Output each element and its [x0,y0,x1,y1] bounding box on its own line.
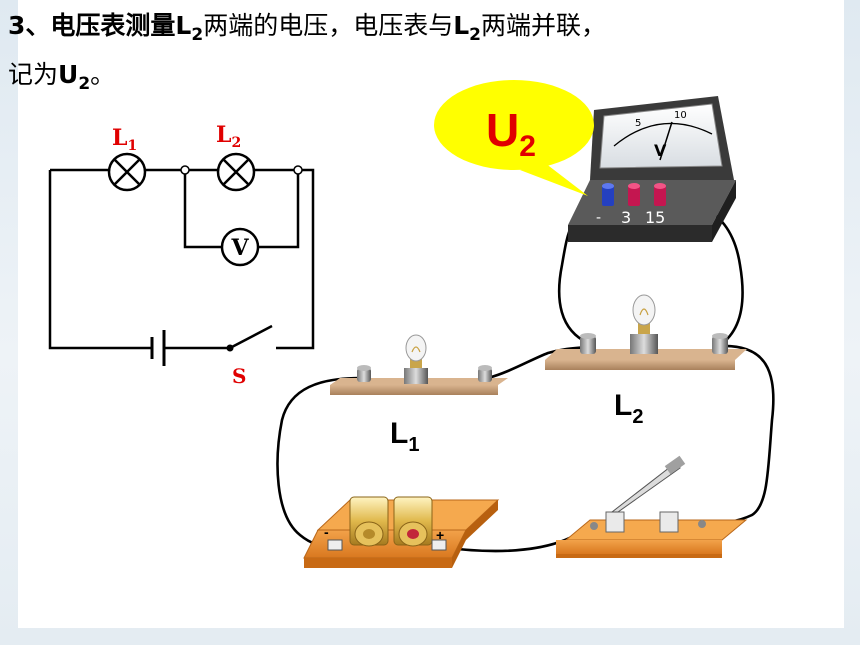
callout-bubble [434,80,594,170]
dial-scale-arc [613,122,713,147]
switch-blade [610,463,681,513]
terminal-post [357,368,371,382]
junction-node [293,165,303,175]
battery-plus-label: + [436,527,444,543]
schematic-label-switch: S [232,364,246,388]
voltmeter-terminal-minus [602,183,614,206]
voltmeter-device: 5 10 V - 3 15 [568,96,736,242]
heading: 3、电压表测量L2两端的电压，电压表与L2两端并联， 记为U2。 [8,6,848,104]
schematic-wire-bottom [48,170,230,350]
apparatus-label-l2: L2 [614,389,643,428]
heading-symbol-u2: U [58,60,79,89]
switch-handle [664,455,686,475]
switch-pivot [226,344,234,352]
terminal-post [580,336,596,354]
lamp-l1-symbol [107,152,147,192]
schematic-label-l2: L2 [216,122,241,151]
schematic-label-l1: L1 [112,125,137,154]
bulb-icon [632,294,656,334]
terminal-post [478,368,492,382]
battery-clip [327,539,343,551]
heading-subscript: 2 [469,25,481,45]
dial-letter: V [654,141,667,160]
wire-l2-to-switch [702,344,775,526]
battery-minus-label: - [324,524,329,540]
heading-symbol-l2-a: L [175,11,192,40]
heading-subscript: 2 [78,74,91,94]
battery-box: - + [303,496,500,568]
terminal-label-minus: - [596,210,601,226]
lamp-l1-board [330,334,508,395]
wire-l1-to-l2 [486,345,590,380]
voltmeter-terminal-3 [628,183,640,206]
circuit-schematic [48,168,315,366]
switch-clip [605,511,625,533]
voltmeter-symbol-letter: V [230,235,249,261]
battery-cell [393,496,433,547]
battery-cell [349,496,389,547]
schematic-wire-top [50,168,315,350]
knife-switch [556,455,748,558]
u2-callout: U2 [434,80,594,196]
switch-clip [659,511,679,533]
dial-scale-label: 10 [674,110,687,121]
voltmeter-symbol: V [220,227,260,267]
battery-clip [431,539,447,551]
heading-text-1: 3、电压表测量 [8,11,176,40]
callout-label: U2 [486,104,536,163]
bulb-icon [405,334,427,368]
terminal-post [590,522,598,530]
terminal-label-15: 15 [645,208,665,227]
heading-text-2: 两端的电压，电压表与 [203,11,454,40]
apparatus-label-l1: L1 [390,417,419,456]
heading-text-5: 。 [90,60,116,89]
dial-scale-label: 5 [635,118,641,129]
junction-node [180,165,190,175]
lamp-holder [630,334,658,354]
terminal-post [698,520,706,528]
dial-needle [659,121,673,161]
heading-symbol-l2-b: L [453,11,470,40]
heading-subscript: 2 [191,25,204,45]
terminal-label-3: 3 [621,208,631,227]
switch-symbol [229,324,273,350]
lamp-l2-board [545,294,747,370]
lamp-holder [404,368,428,384]
terminal-post [712,336,728,354]
battery-symbol [150,330,166,366]
voltmeter-terminal-15 [654,183,666,206]
heading-text-4: 记为 [8,60,59,89]
lamp-l2-symbol [216,152,256,192]
schematic-wire-voltmeter [183,170,300,249]
heading-text-3: 两端并联， [480,11,606,40]
